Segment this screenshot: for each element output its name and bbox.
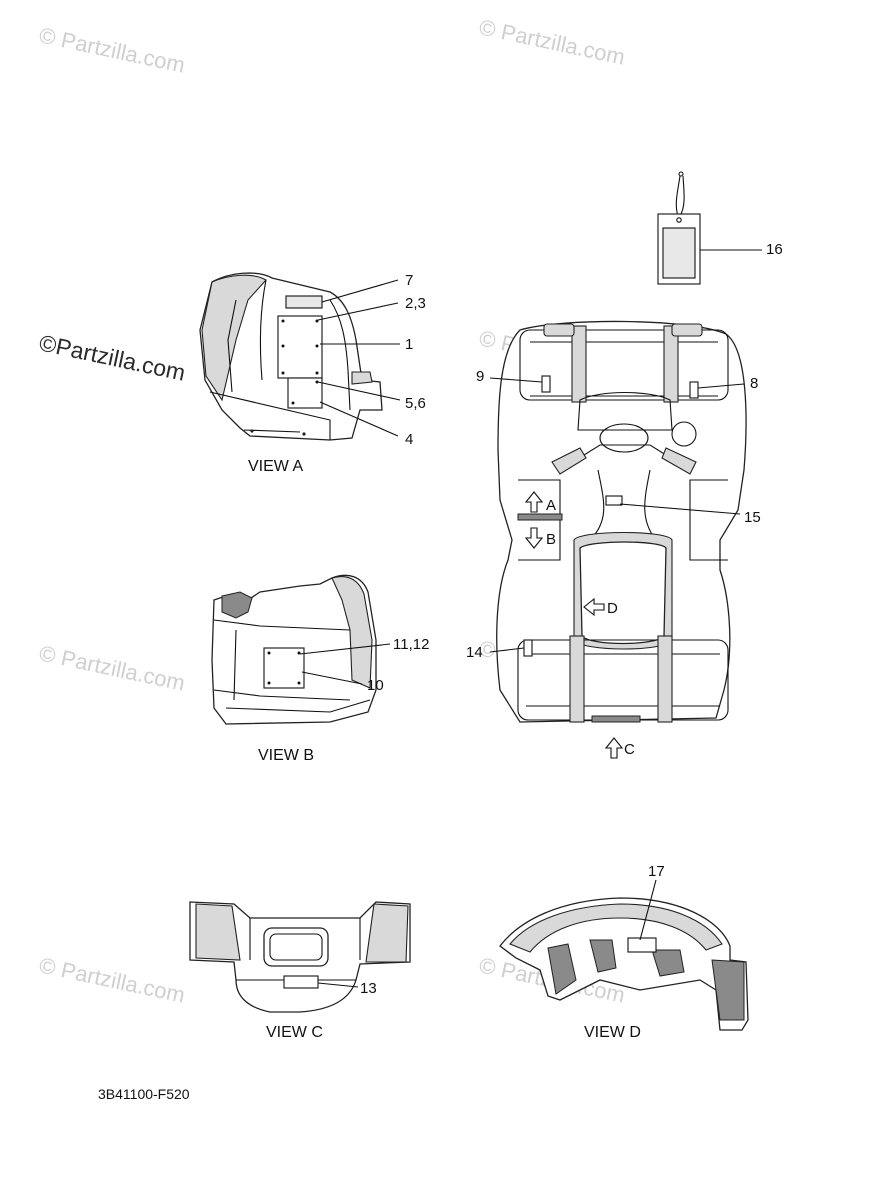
decal-9 bbox=[541, 375, 551, 393]
callout-8: 8 bbox=[750, 375, 758, 392]
callout-4: 4 bbox=[405, 431, 413, 448]
callout-13: 13 bbox=[360, 980, 377, 997]
diagram-code: 3B41100-F520 bbox=[98, 1086, 190, 1102]
view-c-label: VIEW C bbox=[266, 1024, 323, 1041]
watermark-text: © Partzilla.com bbox=[37, 640, 187, 695]
arrow-view-d bbox=[583, 597, 605, 617]
callout-7: 7 bbox=[405, 272, 413, 289]
arrow-view-a bbox=[524, 491, 544, 513]
leader-17 bbox=[639, 879, 657, 941]
callout-14: 14 bbox=[466, 644, 483, 661]
callout-11-12: 11,12 bbox=[393, 636, 429, 653]
callout-9: 9 bbox=[476, 368, 484, 385]
view-a-label: VIEW A bbox=[248, 458, 303, 475]
view-d-illustration bbox=[499, 897, 749, 1031]
callout-2-3: 2,3 bbox=[405, 295, 426, 312]
decal-13 bbox=[283, 975, 319, 989]
view-b-label: VIEW B bbox=[258, 747, 314, 764]
decal-10 bbox=[263, 647, 305, 689]
view-b-illustration bbox=[211, 574, 377, 725]
callout-10: 10 bbox=[367, 677, 384, 694]
callout-15: 15 bbox=[744, 509, 761, 526]
watermark-text-dark: ©Partzilla.com bbox=[37, 329, 188, 385]
atv-leaders bbox=[489, 377, 745, 653]
arrow-label-c: C bbox=[624, 741, 635, 758]
decal-1 bbox=[277, 315, 323, 379]
arrow-label-d: D bbox=[607, 600, 618, 617]
decal-8 bbox=[689, 381, 699, 399]
leader-13 bbox=[317, 982, 359, 988]
decal-17 bbox=[627, 937, 657, 953]
watermark-text: © Partzilla.com bbox=[477, 14, 627, 69]
tag-illustration bbox=[657, 171, 701, 285]
callout-5-6: 5,6 bbox=[405, 395, 426, 412]
decal-15 bbox=[605, 495, 623, 506]
watermark-text: © Partzilla.com bbox=[37, 22, 187, 77]
decal-14 bbox=[523, 639, 533, 657]
arrow-label-b: B bbox=[546, 531, 556, 548]
callout-17: 17 bbox=[648, 863, 665, 880]
arrow-label-a: A bbox=[546, 497, 556, 514]
arrow-view-b bbox=[524, 527, 544, 549]
view-a-illustration bbox=[199, 272, 383, 441]
watermark-text: © Partzilla.com bbox=[37, 952, 187, 1007]
view-b-leaders bbox=[299, 643, 391, 685]
view-a-leaders bbox=[317, 279, 401, 437]
view-c-illustration bbox=[189, 901, 411, 1013]
arrow-view-c bbox=[604, 737, 624, 759]
decal-7 bbox=[285, 295, 323, 309]
callout-16: 16 bbox=[766, 241, 783, 258]
atv-top-view bbox=[496, 320, 747, 723]
callout-1: 1 bbox=[405, 336, 413, 353]
view-d-label: VIEW D bbox=[584, 1024, 641, 1041]
